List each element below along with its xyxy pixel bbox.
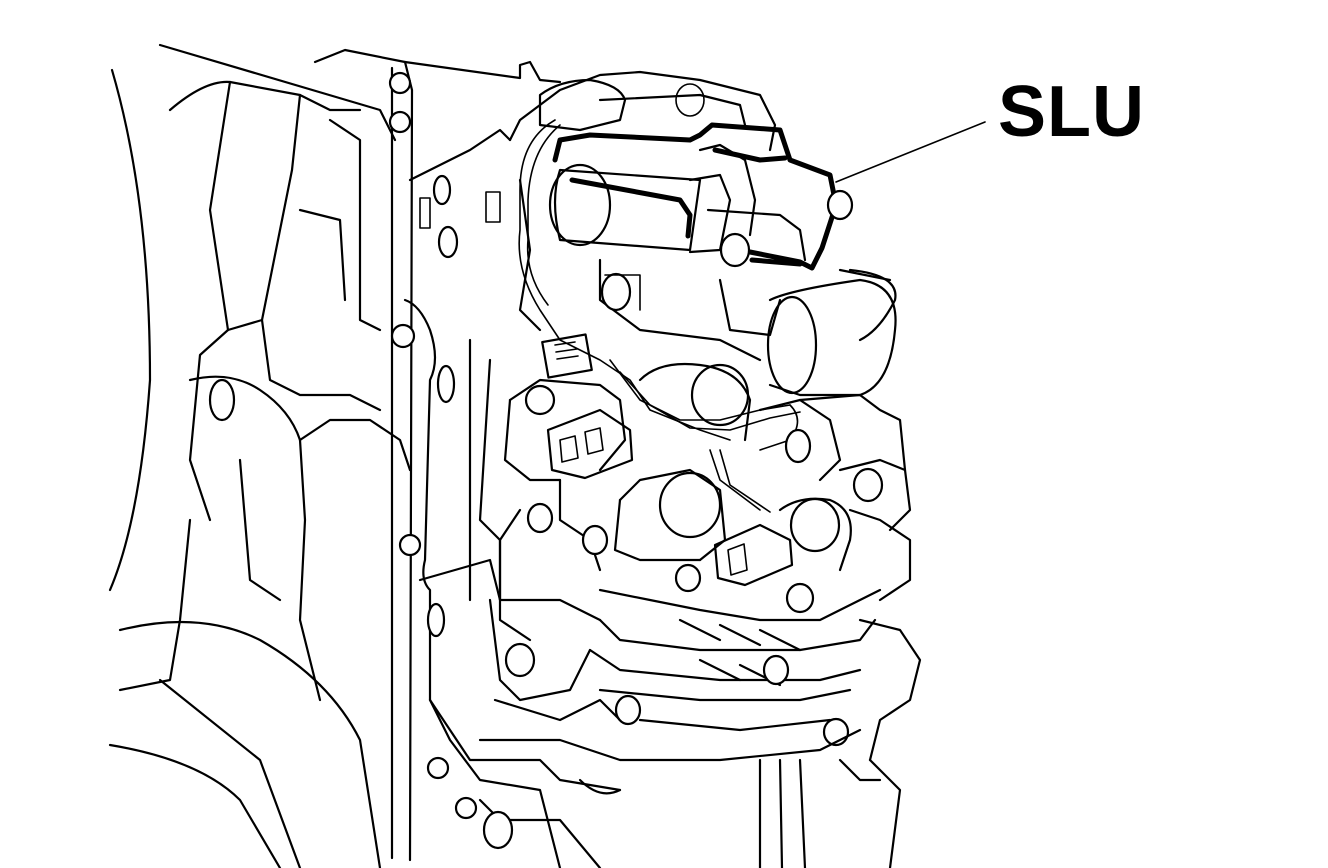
plate-bolt-hole-8 (614, 694, 642, 726)
slu-highlight-outline (552, 122, 839, 271)
cluster-bolt-hole-2 (784, 428, 812, 464)
plate-slot-4 (426, 602, 446, 638)
plate-bolt-hole-5 (426, 756, 450, 780)
harness-connector-middle (546, 408, 634, 480)
slu-solenoid (548, 122, 854, 271)
cluster-bolt-hole-6 (674, 563, 702, 593)
callout-leader-line (835, 121, 986, 183)
case-bolt-hole-left (208, 378, 236, 422)
plate-slot-1 (432, 174, 452, 206)
plate-bolt-hole-9 (762, 654, 790, 686)
plate-bolt-hole-1 (388, 71, 412, 95)
transmission-case (108, 43, 412, 868)
lower-solenoid-cluster (498, 362, 912, 642)
plate-bolt-hole-4 (398, 533, 422, 557)
wire-harness (518, 119, 897, 513)
cluster-bolt-hole-7 (785, 582, 815, 614)
plate-bolt-hole-2 (388, 110, 412, 134)
cluster-bolt-hole-4 (526, 502, 554, 534)
lower-valve-plate (418, 558, 922, 868)
harness-connector-upper (541, 333, 593, 379)
plate-bolt-hole-3 (390, 323, 416, 349)
harness-connector-lower (713, 523, 794, 587)
plate-bolt-hole-6 (454, 796, 478, 820)
plate-slot-3 (436, 364, 456, 404)
cluster-bolt-hole-3 (852, 467, 884, 503)
pin-boss (600, 272, 632, 312)
slu-label: SLU (998, 72, 1145, 152)
slu-boss (719, 232, 751, 268)
plate-bolt-hole-11 (482, 810, 514, 850)
plate-bolt-hole-7 (504, 642, 536, 678)
valve-body-plate (313, 48, 622, 868)
slu-bolt-hole (826, 189, 854, 221)
cluster-bolt-hole-1 (524, 384, 556, 416)
upper-solenoid-block (508, 70, 897, 397)
plate-slot-2 (437, 225, 459, 259)
cluster-bolt-hole-5 (581, 524, 609, 556)
